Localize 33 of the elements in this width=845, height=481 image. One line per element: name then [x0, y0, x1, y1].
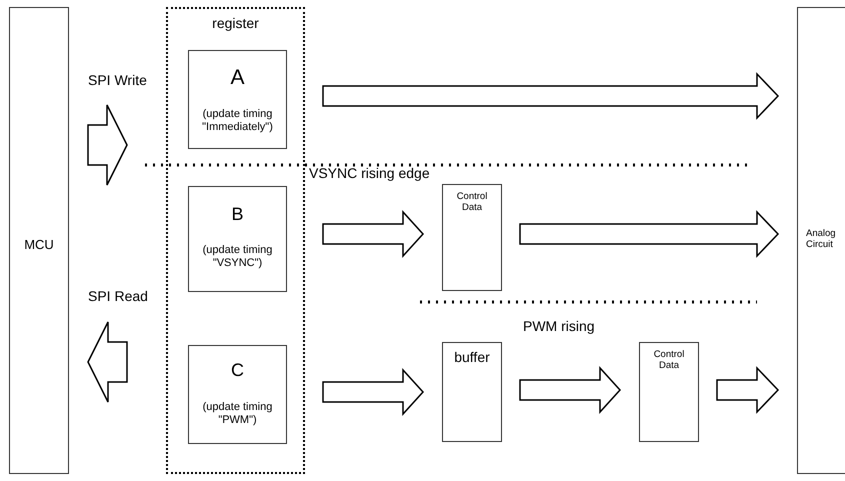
update-timing-note: (update timing "PWM"): [202, 401, 274, 428]
register-box: [188, 186, 287, 292]
edge-label: SPI Read: [88, 288, 148, 304]
edge-label: SPI Write: [88, 72, 147, 88]
block-arrow: [322, 72, 780, 120]
analog-circuit-block: [797, 7, 845, 474]
register-group: [166, 7, 305, 474]
block-arrow: [322, 210, 424, 258]
box-label: Analog Circuit: [806, 228, 837, 251]
register-name: A: [229, 65, 246, 90]
buffer-box: [442, 342, 502, 442]
box-label: buffer: [453, 349, 491, 366]
timing-label: VSYNC rising edge: [309, 165, 430, 181]
box-label: MCU: [23, 237, 55, 253]
mcu-block: [9, 7, 69, 474]
block-arrow: [87, 104, 128, 186]
box-label: Control Data: [652, 349, 686, 372]
update-timing-note: (update timing "Immediately"): [201, 108, 274, 134]
control-data-box: [442, 184, 502, 291]
timing-label: PWM rising: [523, 318, 595, 334]
block-arrow: [87, 321, 128, 403]
box-label: Control Data: [456, 191, 488, 214]
block-arrow: [322, 368, 424, 416]
update-timing-note: (update timing "VSYNC"): [202, 244, 274, 270]
box-label: register: [211, 15, 260, 32]
register-box: [188, 50, 287, 149]
block-arrow: [716, 366, 780, 414]
control-data-box: [639, 342, 699, 442]
block-arrow: [519, 366, 622, 414]
register-box: [188, 345, 287, 444]
register-name: B: [230, 204, 244, 226]
block-arrow: [519, 210, 780, 258]
register-name: C: [230, 360, 245, 382]
